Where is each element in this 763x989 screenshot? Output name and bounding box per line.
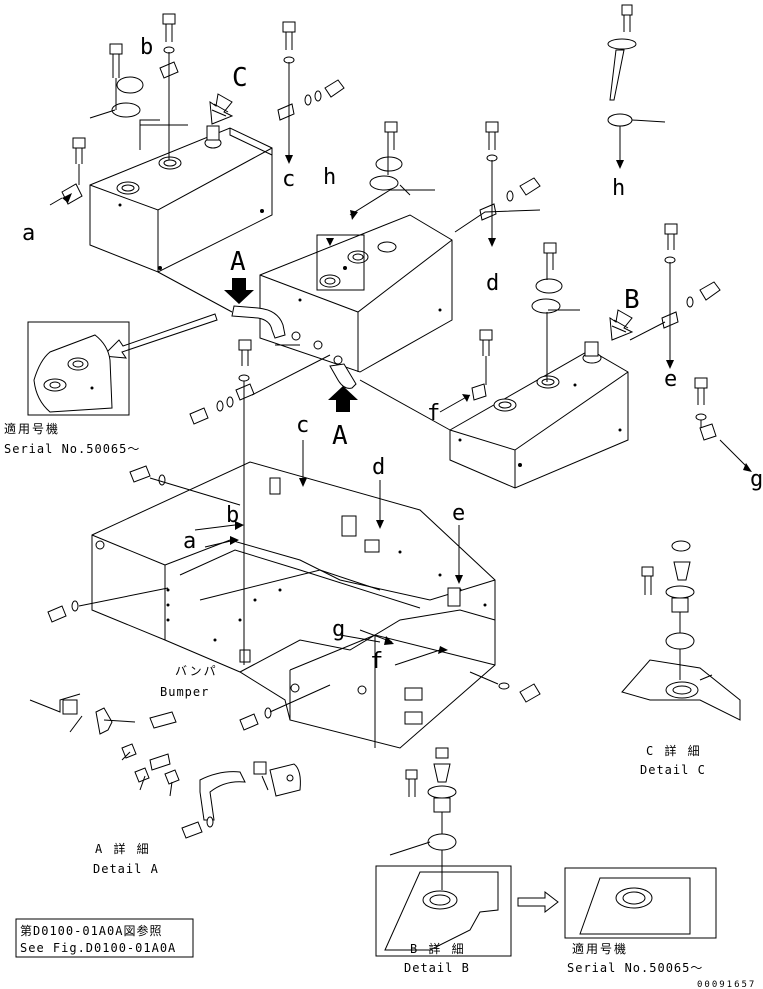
leader-lines (49, 52, 749, 713)
part-id: 00091657 (697, 980, 756, 989)
callout-d-chassis: d (372, 455, 385, 480)
see-fig-box: 第D0100-01A0A図参照 See Fig.D0100-01A0A (15, 918, 194, 958)
callout-e-top: e (664, 367, 677, 392)
detail-a-jp: A 詳 細 (95, 841, 151, 856)
detail-b-en: Detail B (404, 961, 470, 975)
detail-c-en: Detail C (640, 763, 706, 777)
serial-inset-bottom (564, 867, 717, 939)
detail-b-jp: B 詳 細 (410, 941, 466, 956)
caption-texts: 適用号機 Serial No.50065～ バンパ Bumper A 詳 細 D… (4, 421, 756, 989)
callout-d-top: d (486, 271, 499, 296)
callout-a-chassis: a (183, 529, 196, 554)
arrowheads (62, 93, 752, 914)
callout-c-top: c (282, 167, 295, 192)
serial-inset-top (27, 321, 130, 416)
callout-h-mid: h (323, 165, 336, 190)
detail-a-en: Detail A (93, 862, 159, 876)
callout-labels: C A A B a a b b c c d d e e f f g g h h (22, 35, 763, 674)
callout-c-chassis: c (296, 413, 309, 438)
callout-e-chassis: e (452, 501, 465, 526)
chassis-frame (47, 461, 541, 749)
left-tank (89, 125, 273, 273)
callout-C: C (232, 63, 248, 93)
bumper-en: Bumper (160, 685, 209, 699)
callout-a-top: a (22, 221, 35, 246)
see-fig-jp: 第D0100-01A0A図参照 (20, 923, 162, 938)
callout-b-top: b (140, 35, 153, 60)
serial-top-jp: 適用号機 (4, 421, 60, 436)
callout-B: B (624, 285, 640, 315)
callout-h-top: h (612, 176, 625, 201)
serial-bottom-en: Serial No.50065～ (567, 961, 703, 975)
callout-A-top: A (230, 247, 246, 277)
detail-c-jp: C 詳 細 (646, 743, 702, 758)
right-tank (449, 341, 629, 489)
detail-b-drawing (375, 747, 512, 957)
detail-c-drawing (621, 540, 741, 721)
serial-top-en: Serial No.50065～ (4, 442, 140, 456)
callout-f-top: f (427, 401, 440, 426)
see-fig-en: See Fig.D0100-01A0A (20, 941, 176, 955)
detail-a-drawing (29, 693, 301, 839)
callout-f-chassis: f (370, 649, 383, 674)
callout-g-top: g (750, 467, 763, 492)
callout-b-chassis: b (226, 503, 239, 528)
callout-g-chassis: g (332, 617, 345, 642)
middle-tank (231, 214, 453, 389)
bumper-jp: バンパ (175, 664, 218, 678)
serial-bottom-jp: 適用号機 (572, 941, 628, 956)
callout-A-bottom: A (332, 421, 348, 451)
